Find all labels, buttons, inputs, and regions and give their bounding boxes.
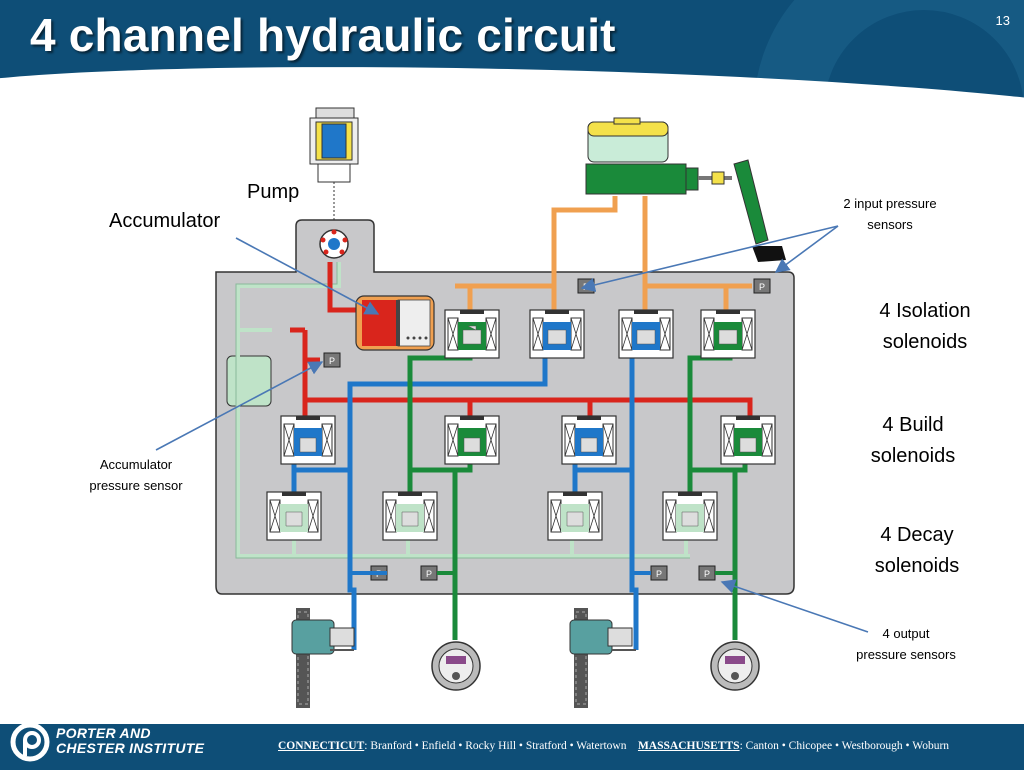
disc-brake-left [291,608,355,708]
title-bar [0,0,1024,100]
decay-solenoids [266,491,718,541]
output-sensor-4: P [698,565,716,581]
build-solenoids [280,415,776,465]
svg-text:P: P [656,569,662,579]
isolation-solenoids [444,309,756,359]
svg-text:P: P [329,356,335,366]
output-sensor-2: P [420,565,438,581]
state-connecticut: CONNECTICUT [278,740,365,752]
output-sensor-3: P [650,565,668,581]
institute-logo-icon [10,722,50,762]
massachusetts-cities: Canton • Chicopee • Westborough • Woburn [745,740,950,752]
campus-locations: CONNECTICUT: Branford • Enfield • Rocky … [278,740,950,752]
low-pressure-reservoir [226,355,272,407]
disc-brake-right [569,608,633,708]
institute-name: PORTER AND CHESTER INSTITUTE [56,725,205,756]
svg-text:P: P [704,569,710,579]
drum-brake-left [431,641,481,691]
annotation-arrows [155,225,869,633]
pump-motor [309,107,359,259]
svg-text:P: P [759,282,765,292]
accumulator-pressure-sensor: P [323,352,341,368]
state-massachusetts: MASSACHUSETTS [637,740,740,752]
slide-number: 13 [995,13,1010,28]
slide-title: 4 channel hydraulic circuit [30,9,616,61]
footer-bar [0,724,1024,768]
master-cylinder [585,117,786,262]
input-sensor-right: P [753,278,771,294]
svg-text:P: P [426,569,432,579]
drum-brake-right [710,641,760,691]
accumulator-label: Accumulator [109,210,221,232]
pump-label: Pump [247,181,300,203]
connecticut-cities: Branford • Enfield • Rocky Hill • Stratf… [370,740,627,752]
accumulator-component [355,295,435,351]
